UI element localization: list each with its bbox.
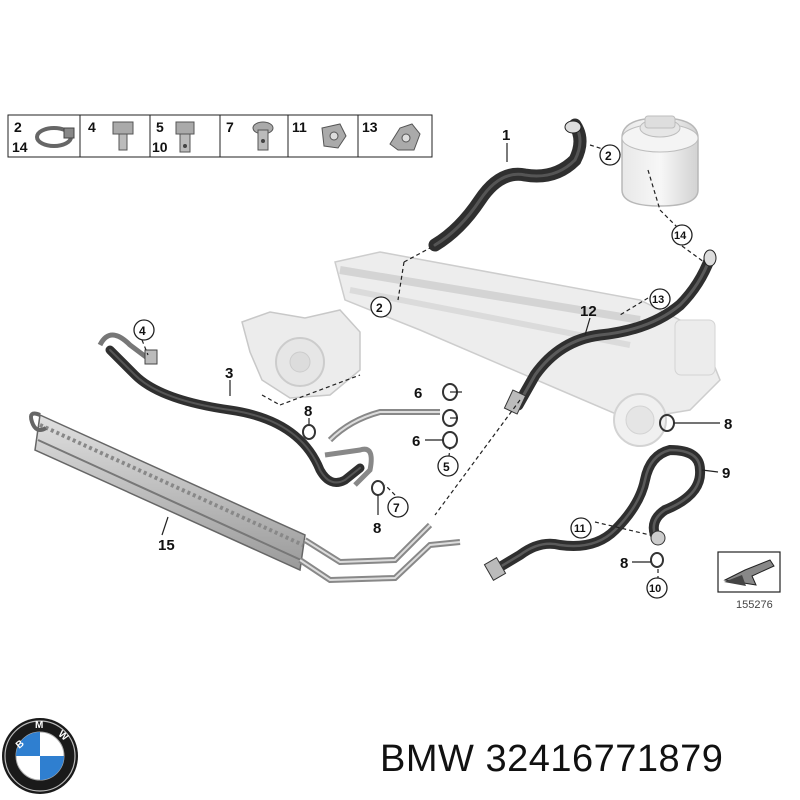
legend-number: 7	[226, 119, 234, 135]
callout-label: 8	[373, 520, 381, 537]
callout-labels: 1 3 12 15 9 6 6 8 8 8 8	[158, 127, 732, 572]
legend-number: 13	[362, 119, 378, 135]
callout-number: 13	[652, 294, 664, 306]
callout-number: 2	[376, 301, 383, 315]
callout-label: 1	[502, 127, 510, 144]
oil-cooler	[29, 411, 461, 584]
legend-number: 11	[292, 119, 307, 135]
svg-text:M: M	[35, 720, 43, 731]
clip-icon	[321, 123, 347, 149]
part-caption: BMW 32416771879	[380, 738, 723, 781]
legend-box: 2 14 4 5 10 7 11 13	[7, 114, 433, 158]
reference-number: 155276	[736, 599, 773, 611]
callout-number: 5	[443, 460, 450, 474]
callout-label: 8	[304, 403, 312, 420]
hex-bolt-icon	[112, 121, 134, 151]
bracket-clip-icon	[389, 123, 421, 151]
legend-number: 5	[156, 119, 164, 135]
callout-label: 3	[225, 365, 233, 382]
fluid-reservoir	[621, 115, 699, 207]
callout-number: 11	[574, 523, 586, 535]
callout-label: 15	[158, 537, 175, 554]
part-number: 32416771879	[485, 738, 724, 780]
hose-12	[503, 249, 717, 415]
callout-number: 14	[674, 230, 687, 242]
circled-callout-numbers: 2 2 4 13 14 5 7 11 10	[139, 149, 687, 595]
banjo-bolt-icon	[175, 121, 195, 153]
callout-label: 6	[414, 385, 422, 402]
orientation-icon	[717, 551, 781, 593]
callout-number: 4	[139, 324, 146, 338]
callout-number: 7	[393, 501, 400, 515]
legend-number: 14	[12, 139, 28, 155]
hose-9	[483, 444, 706, 581]
legend-number: 10	[152, 139, 168, 155]
legend-number: 2	[14, 119, 22, 135]
callout-label: 9	[722, 465, 730, 482]
callout-label: 6	[412, 433, 420, 450]
callout-label: 8	[620, 555, 628, 572]
bmw-logo: B M W	[2, 718, 78, 794]
power-steering-pump-ghost	[241, 309, 361, 399]
legend-number: 4	[88, 119, 96, 135]
hose-clamp-icon	[35, 126, 75, 148]
hose-1	[428, 118, 587, 252]
hose-3	[97, 332, 440, 487]
callout-number: 2	[605, 149, 612, 163]
hollow-bolt-icon	[252, 121, 274, 151]
callout-label: 8	[724, 416, 732, 433]
circled-callouts	[133, 144, 693, 599]
brand-name: BMW	[380, 738, 475, 780]
callout-number: 10	[649, 583, 661, 595]
callout-label: 12	[580, 303, 597, 320]
